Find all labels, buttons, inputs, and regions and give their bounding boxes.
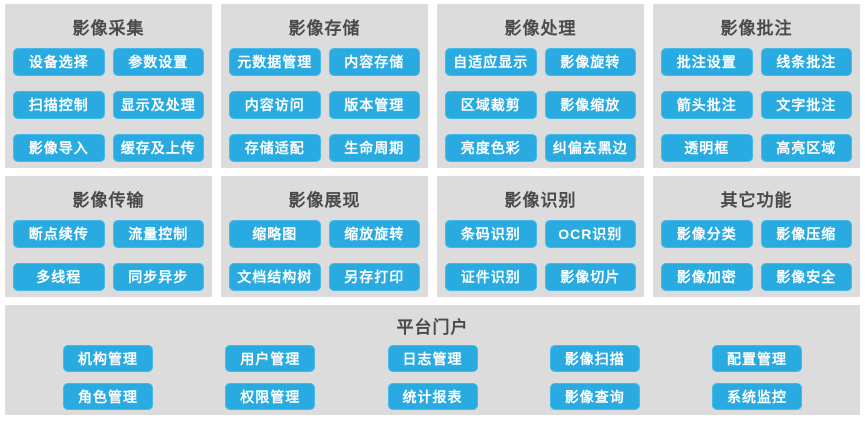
portal-button[interactable]: 用户管理 [225, 345, 316, 372]
feature-button[interactable]: 缩放旋转 [328, 220, 420, 248]
button-grid: 元数据管理 内容存储 内容访问 版本管理 存储适配 生命周期 [221, 39, 428, 162]
feature-button[interactable]: 生命周期 [328, 134, 420, 162]
feature-button[interactable]: 缓存及上传 [112, 134, 204, 162]
module-row-1: 影像采集 设备选择 参数设置 扫描控制 显示及处理 影像导入 缓存及上传 影像存… [5, 4, 860, 168]
feature-button[interactable]: 影像安全 [760, 263, 852, 291]
feature-button[interactable]: 另存打印 [328, 263, 420, 291]
feature-button[interactable]: 设备选择 [13, 48, 105, 76]
portal-button[interactable]: 影像查询 [549, 383, 640, 410]
panel-image-processing: 影像处理 自适应显示 影像旋转 区域裁剪 影像缩放 亮度色彩 纠偏去黑边 [437, 4, 644, 168]
portal-button[interactable]: 日志管理 [387, 345, 478, 372]
feature-button[interactable]: 文档结构树 [229, 263, 321, 291]
portal-button[interactable]: 权限管理 [225, 383, 316, 410]
feature-button[interactable]: 透明框 [661, 134, 753, 162]
feature-button[interactable]: 影像旋转 [544, 48, 636, 76]
portal-button[interactable]: 统计报表 [387, 383, 478, 410]
panel-title: 平台门户 [396, 318, 469, 337]
module-row-2: 影像传输 断点续传 流量控制 多线程 同步异步 影像展现 缩略图 缩放旋转 文档… [5, 176, 860, 297]
feature-button[interactable]: 自适应显示 [445, 48, 537, 76]
portal-button[interactable]: 配置管理 [712, 345, 802, 372]
feature-button[interactable]: 多线程 [13, 263, 105, 291]
portal-button[interactable]: 系统监控 [712, 383, 802, 410]
feature-button[interactable]: 存储适配 [229, 134, 321, 162]
button-grid: 批注设置 线条批注 箭头批注 文字批注 透明框 高亮区域 [653, 39, 860, 162]
portal-button-row-1: 机构管理 用户管理 日志管理 影像扫描 配置管理 [5, 345, 860, 372]
feature-button[interactable]: 影像分类 [661, 220, 753, 248]
portal-button-row-2: 角色管理 权限管理 统计报表 影像查询 系统监控 [5, 383, 860, 410]
button-grid: 自适应显示 影像旋转 区域裁剪 影像缩放 亮度色彩 纠偏去黑边 [437, 39, 644, 162]
feature-button[interactable]: 区域裁剪 [445, 91, 537, 119]
feature-button[interactable]: 断点续传 [13, 220, 105, 248]
feature-button[interactable]: 箭头批注 [661, 91, 753, 119]
feature-button[interactable]: 亮度色彩 [445, 134, 537, 162]
feature-button[interactable]: OCR识别 [544, 220, 636, 248]
portal-button[interactable]: 影像扫描 [549, 345, 640, 372]
feature-button[interactable]: 影像缩放 [544, 91, 636, 119]
feature-button[interactable]: 流量控制 [112, 220, 204, 248]
feature-button[interactable]: 同步异步 [112, 263, 204, 291]
feature-button[interactable]: 条码识别 [445, 220, 537, 248]
feature-button[interactable]: 扫描控制 [13, 91, 105, 119]
panel-title: 影像处理 [504, 19, 577, 38]
panel-image-storage: 影像存储 元数据管理 内容存储 内容访问 版本管理 存储适配 生命周期 [221, 4, 428, 168]
portal-button[interactable]: 角色管理 [63, 383, 153, 410]
feature-button[interactable]: 证件识别 [445, 263, 537, 291]
panel-platform-portal: 平台门户 机构管理 用户管理 日志管理 影像扫描 配置管理 角色管理 权限管理 … [5, 305, 860, 415]
button-grid: 设备选择 参数设置 扫描控制 显示及处理 影像导入 缓存及上传 [5, 39, 212, 162]
panel-title: 其它功能 [720, 191, 793, 210]
feature-button[interactable]: 影像导入 [13, 134, 105, 162]
feature-button[interactable]: 参数设置 [112, 48, 204, 76]
panel-title: 影像存储 [288, 19, 361, 38]
panel-other-functions: 其它功能 影像分类 影像压缩 影像加密 影像安全 [653, 176, 860, 297]
feature-button[interactable]: 影像切片 [544, 263, 636, 291]
feature-button[interactable]: 纠偏去黑边 [544, 134, 636, 162]
panel-title: 影像批注 [720, 19, 793, 38]
feature-button[interactable]: 影像压缩 [760, 220, 852, 248]
panel-image-annotation: 影像批注 批注设置 线条批注 箭头批注 文字批注 透明框 高亮区域 [653, 4, 860, 168]
feature-button[interactable]: 批注设置 [661, 48, 753, 76]
feature-button[interactable]: 内容访问 [229, 91, 321, 119]
feature-button[interactable]: 影像加密 [661, 263, 753, 291]
panel-image-capture: 影像采集 设备选择 参数设置 扫描控制 显示及处理 影像导入 缓存及上传 [5, 4, 212, 168]
button-grid: 影像分类 影像压缩 影像加密 影像安全 [653, 211, 860, 291]
feature-button[interactable]: 文字批注 [760, 91, 852, 119]
panel-title: 影像识别 [504, 191, 577, 210]
panel-title: 影像传输 [72, 191, 145, 210]
feature-button[interactable]: 缩略图 [229, 220, 321, 248]
feature-button[interactable]: 内容存储 [328, 48, 420, 76]
panel-image-recognition: 影像识别 条码识别 OCR识别 证件识别 影像切片 [437, 176, 644, 297]
portal-button[interactable]: 机构管理 [63, 345, 153, 372]
feature-button[interactable]: 高亮区域 [760, 134, 852, 162]
panel-title: 影像采集 [72, 19, 145, 38]
feature-button[interactable]: 线条批注 [760, 48, 852, 76]
panel-image-display: 影像展现 缩略图 缩放旋转 文档结构树 另存打印 [221, 176, 428, 297]
feature-button[interactable]: 显示及处理 [112, 91, 204, 119]
panel-title: 影像展现 [288, 191, 361, 210]
feature-button[interactable]: 元数据管理 [229, 48, 321, 76]
panel-image-transfer: 影像传输 断点续传 流量控制 多线程 同步异步 [5, 176, 212, 297]
button-grid: 条码识别 OCR识别 证件识别 影像切片 [437, 211, 644, 291]
button-grid: 断点续传 流量控制 多线程 同步异步 [5, 211, 212, 291]
feature-button[interactable]: 版本管理 [328, 91, 420, 119]
button-grid: 缩略图 缩放旋转 文档结构树 另存打印 [221, 211, 428, 291]
